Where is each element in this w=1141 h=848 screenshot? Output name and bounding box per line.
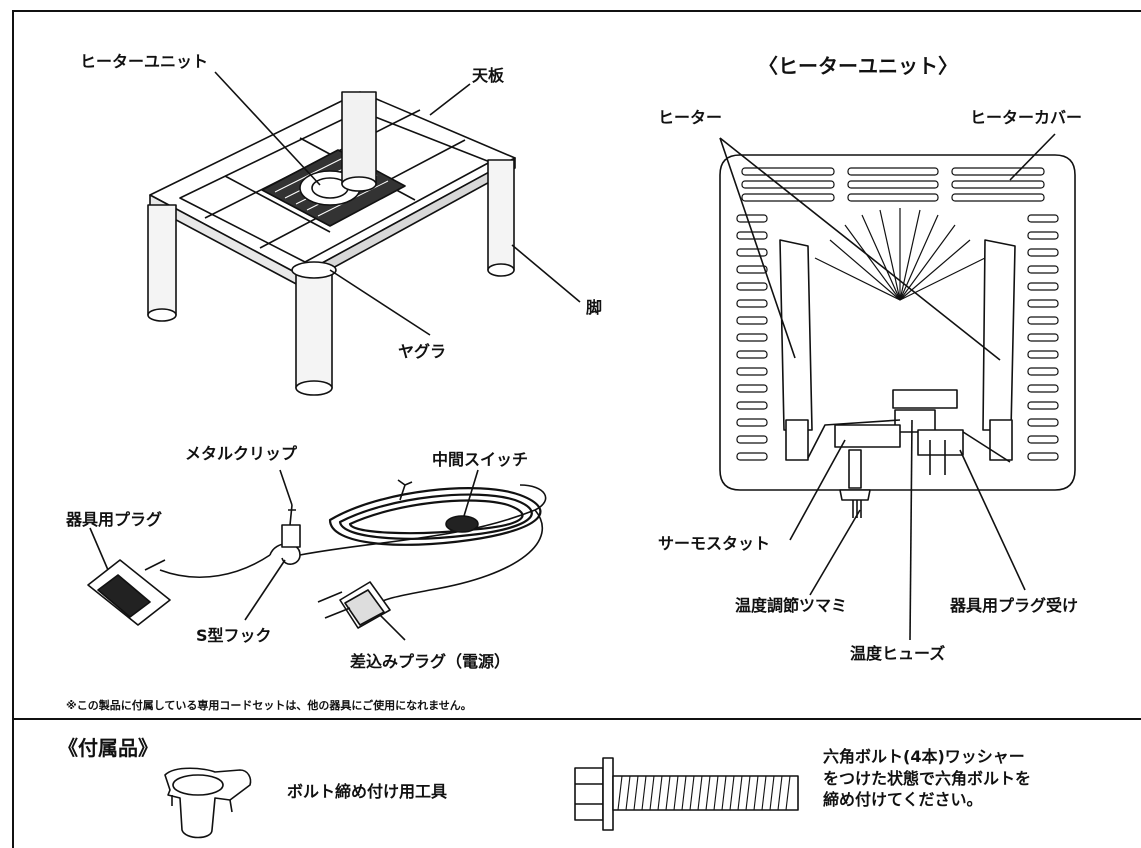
tool-illustration bbox=[164, 767, 252, 839]
kotatsu-frame-illustration bbox=[147, 71, 581, 396]
label-appliance-plug: 器具用プラグ bbox=[66, 510, 163, 529]
label-plug-receiver: 器具用プラグ受け bbox=[950, 596, 1079, 615]
label-yagura: ヤグラ bbox=[398, 342, 447, 361]
bolt-text-line: 締め付けてください。 bbox=[823, 790, 983, 810]
bolt-instructions: 六角ボルト(4本)ワッシャー をつけた状態で六角ボルトを 締め付けてください。 bbox=[823, 746, 1031, 811]
cord-set-illustration bbox=[87, 469, 547, 641]
tool-label: ボルト締め付け用工具 bbox=[287, 782, 448, 801]
bolt-illustration bbox=[574, 757, 799, 831]
label-heater: ヒーター bbox=[658, 108, 723, 127]
heater-unit-illustration bbox=[719, 133, 1076, 641]
bolt-text-line: 六角ボルト(4本)ワッシャー bbox=[823, 747, 1025, 766]
label-top-board: 天板 bbox=[472, 66, 505, 85]
accessories-title: 《付属品》 bbox=[58, 736, 158, 760]
usage-note: ※この製品に付属している専用コードセットは、他の器具にご使用になれません。 bbox=[66, 699, 472, 712]
label-temp-fuse: 温度ヒューズ bbox=[850, 644, 946, 663]
label-middle-switch: 中間スイッチ bbox=[432, 450, 529, 469]
label-thermostat: サーモスタット bbox=[658, 534, 771, 553]
heater-unit-title: 〈ヒーターユニット〉 bbox=[758, 54, 958, 78]
label-temp-knob: 温度調節ツマミ bbox=[735, 596, 848, 615]
label-heater-cover: ヒーターカバー bbox=[970, 108, 1083, 127]
bolt-text-line: をつけた状態で六角ボルトを bbox=[823, 768, 1032, 788]
label-metal-clip: メタルクリップ bbox=[185, 444, 298, 463]
page-frame bbox=[12, 10, 1141, 848]
label-s-hook: S型フック bbox=[196, 626, 272, 645]
label-leg: 脚 bbox=[586, 298, 603, 317]
section-divider bbox=[12, 718, 1141, 720]
label-power-plug: 差込みプラグ（電源） bbox=[350, 652, 511, 671]
label-heater-unit: ヒーターユニット bbox=[80, 52, 209, 71]
